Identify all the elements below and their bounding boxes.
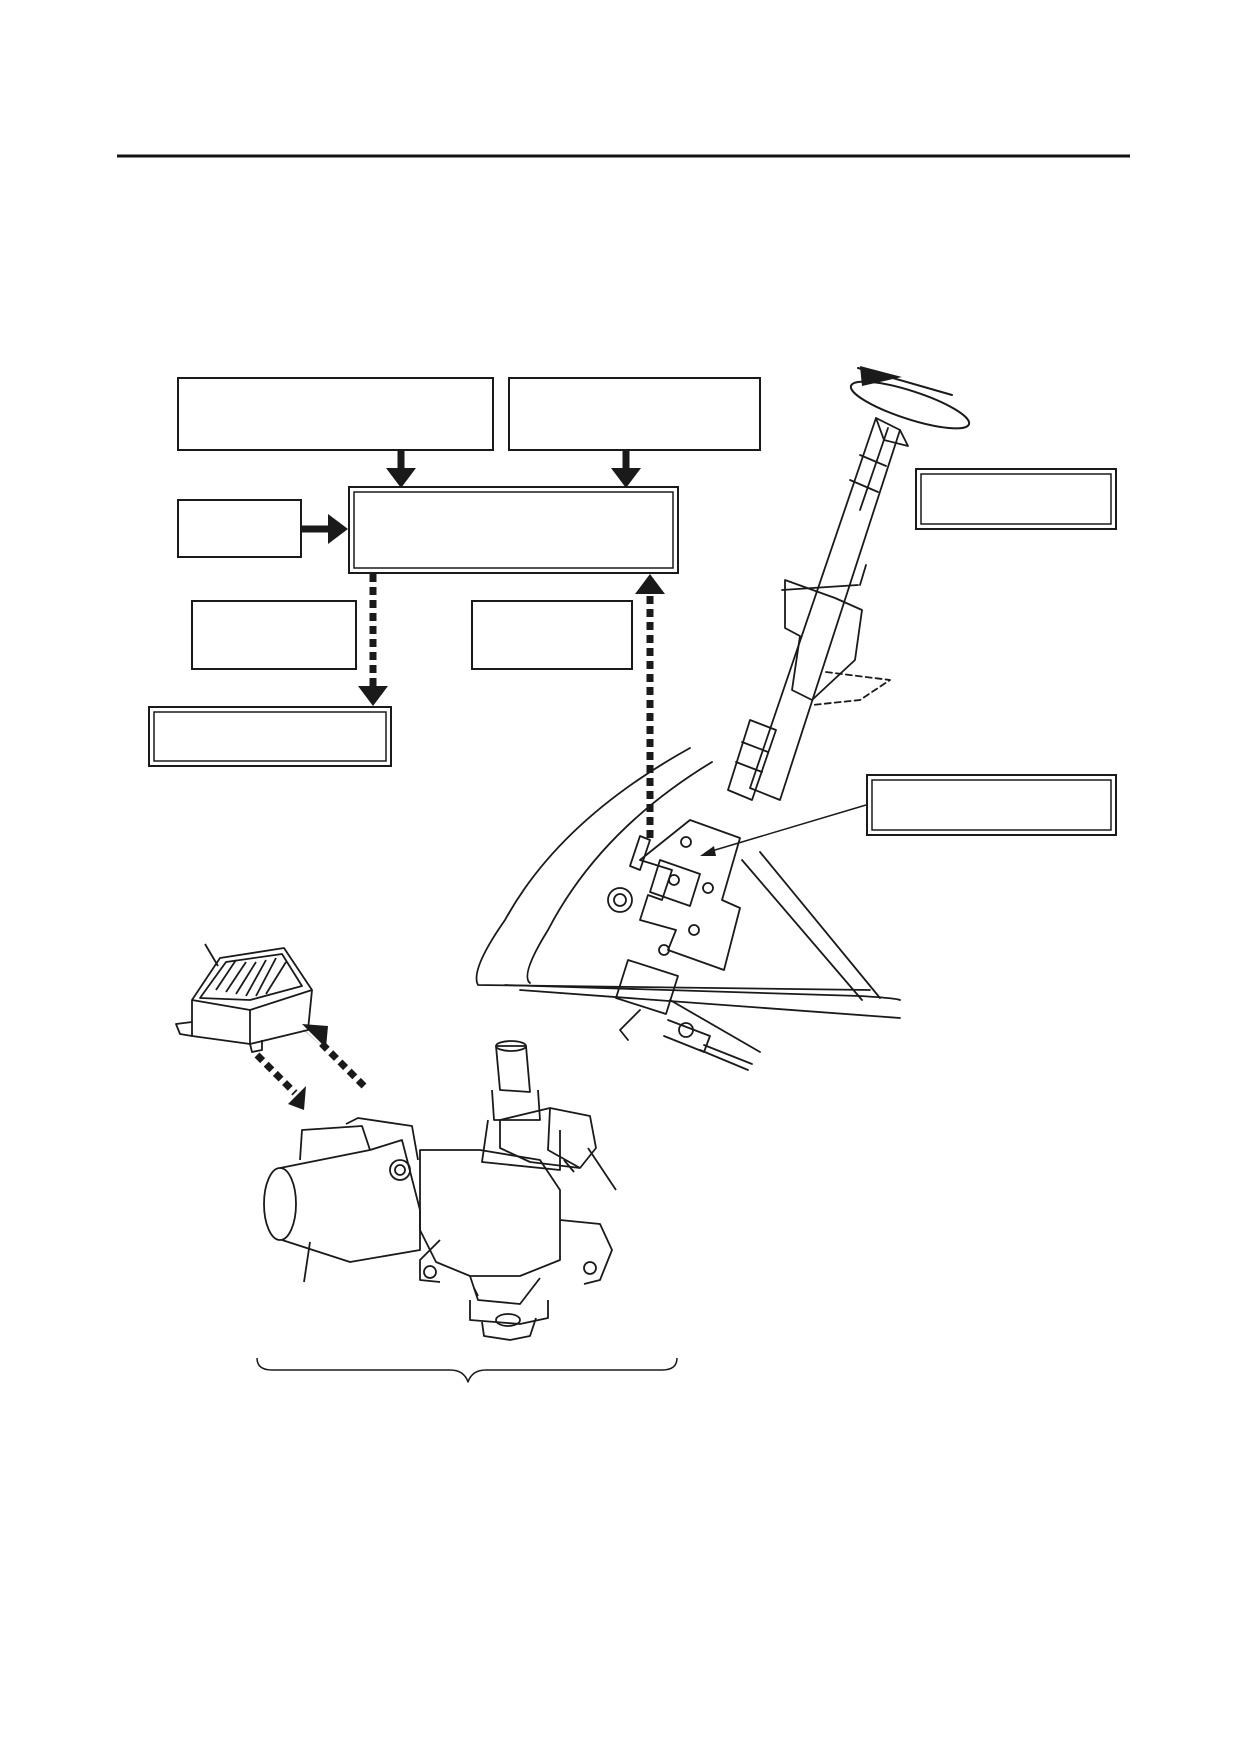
box-top-right xyxy=(508,377,761,451)
box-mid-right xyxy=(471,600,633,670)
leader-control-unit xyxy=(204,943,219,967)
solid-arrows xyxy=(302,451,641,544)
arrow-assist-to-control-unit xyxy=(317,1039,367,1089)
steering-column-illustration xyxy=(475,366,971,1071)
rotation-arrow-icon xyxy=(849,366,971,430)
arrow-control-unit-to-assist xyxy=(254,1052,298,1096)
box-right-top xyxy=(915,468,1117,530)
box-right-bottom xyxy=(866,774,1117,836)
box-top-left xyxy=(177,377,494,451)
dotted-arrowheads xyxy=(288,574,665,1110)
dotted-arrows xyxy=(254,574,654,1096)
box-left-small xyxy=(177,499,302,558)
box-center xyxy=(348,486,679,574)
control-unit-illustration xyxy=(175,943,313,1053)
box-bottom-left xyxy=(148,706,392,767)
leader-shaft xyxy=(700,804,867,856)
flow-boxes xyxy=(148,377,1117,836)
box-mid-left xyxy=(191,600,357,670)
assist-unit-illustration xyxy=(256,1040,678,1383)
leader-motor xyxy=(303,1241,311,1283)
motor xyxy=(263,1167,297,1241)
leader-sensor xyxy=(587,1147,617,1191)
assist-unit-brace xyxy=(256,1357,678,1383)
